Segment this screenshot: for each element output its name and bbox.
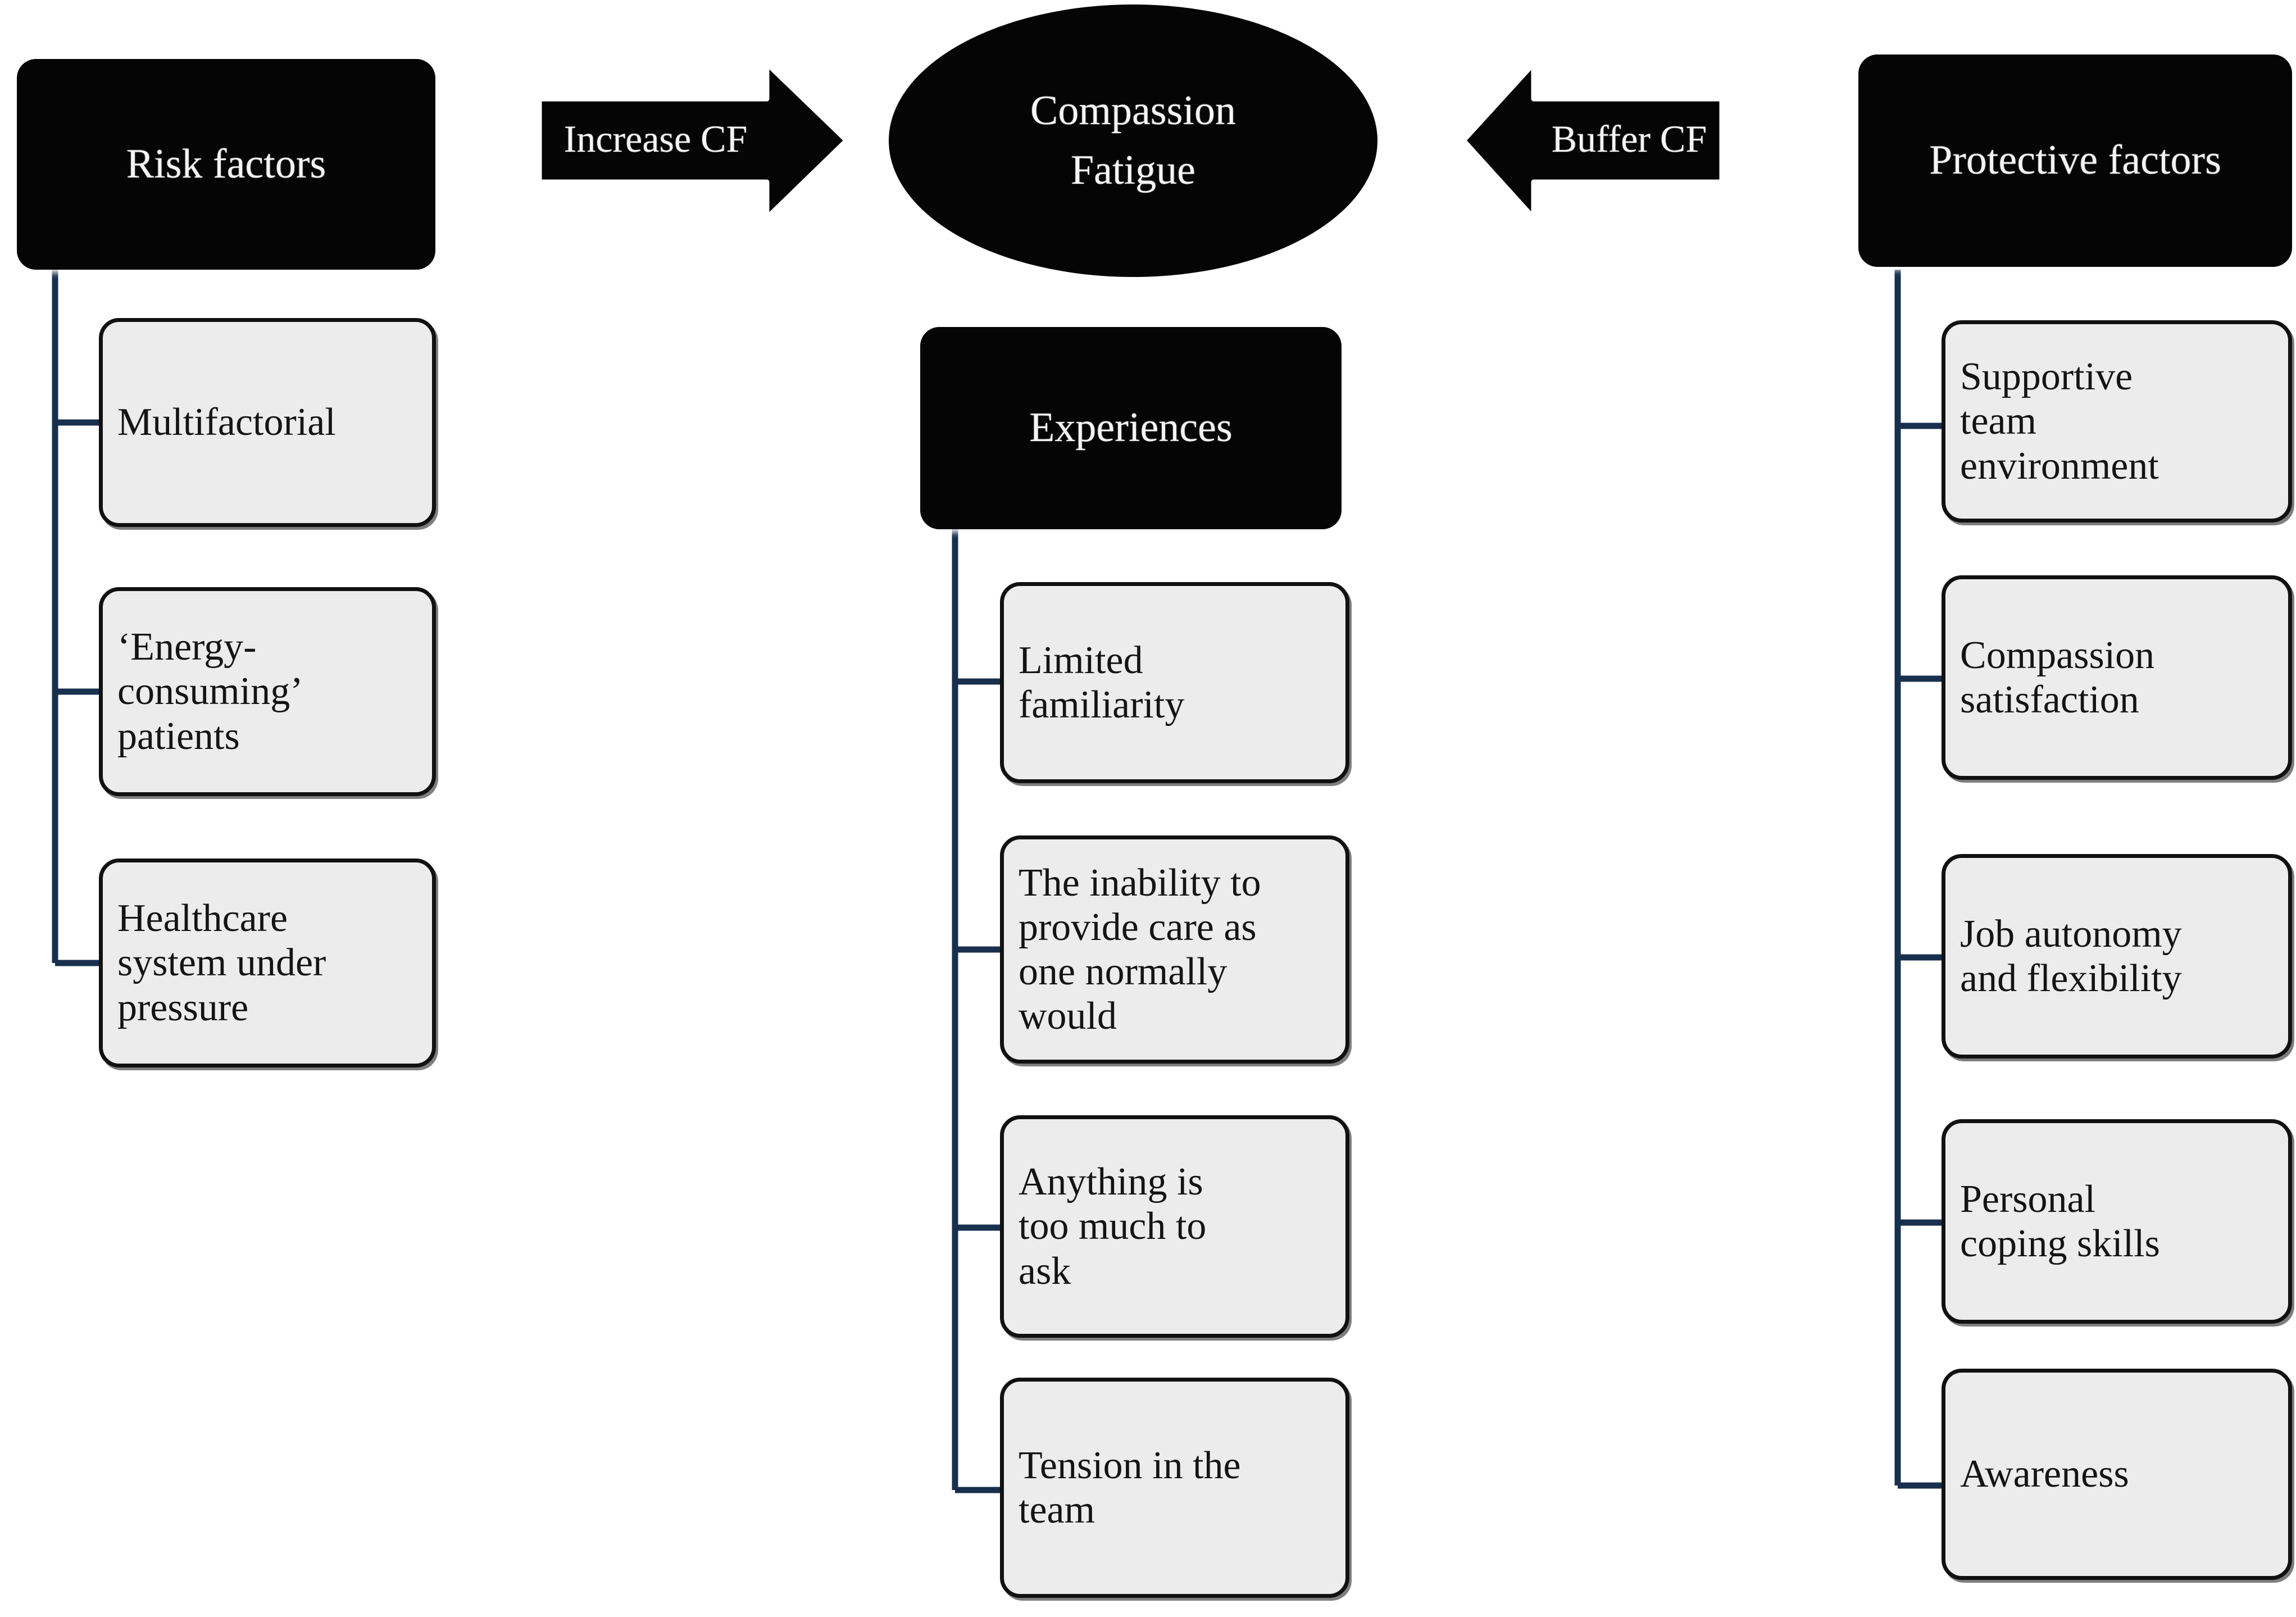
- node-compassion-fatigue[interactable]: Compassion Fatigue: [889, 4, 1377, 277]
- node-energy-consuming-patients[interactable]: ‘Energy-consuming’patients: [99, 587, 436, 796]
- header-risk-factors[interactable]: Risk factors: [17, 59, 435, 270]
- node-compassion-fatigue-line1: Compassion: [1030, 88, 1236, 134]
- node-awareness-label: Awareness: [1960, 1452, 2129, 1496]
- header-protective-factors[interactable]: Protective factors: [1858, 54, 2292, 267]
- arrow-increase-cf[interactable]: Increase CF: [537, 61, 851, 221]
- node-multifactorial-label: Multifactorial: [117, 401, 336, 444]
- node-energy-consuming-patients-label: ‘Energy-consuming’patients: [117, 625, 303, 758]
- node-awareness[interactable]: Awareness: [1942, 1369, 2292, 1580]
- node-multifactorial[interactable]: Multifactorial: [99, 318, 436, 527]
- node-compassion-fatigue-label: Compassion Fatigue: [1030, 81, 1236, 199]
- header-risk-factors-label: Risk factors: [126, 140, 326, 187]
- header-experiences[interactable]: Experiences: [920, 327, 1342, 529]
- header-protective-factors-label: Protective factors: [1929, 137, 2221, 184]
- header-experiences-label: Experiences: [1029, 405, 1233, 451]
- node-compassion-fatigue-line2: Fatigue: [1071, 147, 1195, 193]
- arrow-buffer-cf[interactable]: Buffer CF: [1461, 61, 1725, 221]
